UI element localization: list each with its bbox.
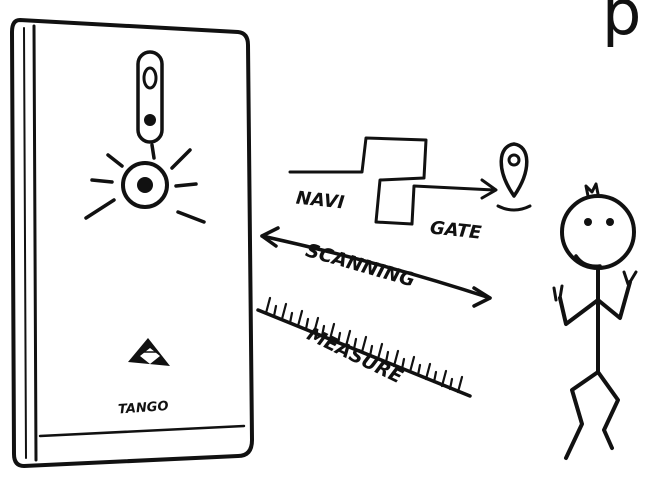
stick-figure	[554, 184, 636, 458]
scanning-label: SCANNING	[303, 239, 417, 291]
camera-flash-icon	[86, 145, 204, 222]
gate-label: GATE	[429, 217, 483, 243]
brand-label: TANGO	[118, 399, 169, 417]
tablet-device	[12, 20, 252, 466]
map-pin-icon	[498, 144, 530, 210]
measure-label: MEASURE	[304, 323, 407, 388]
sensor-pill-icon	[138, 52, 162, 142]
tango-logo-icon	[128, 338, 170, 366]
navi-label: NAVI	[295, 188, 346, 214]
